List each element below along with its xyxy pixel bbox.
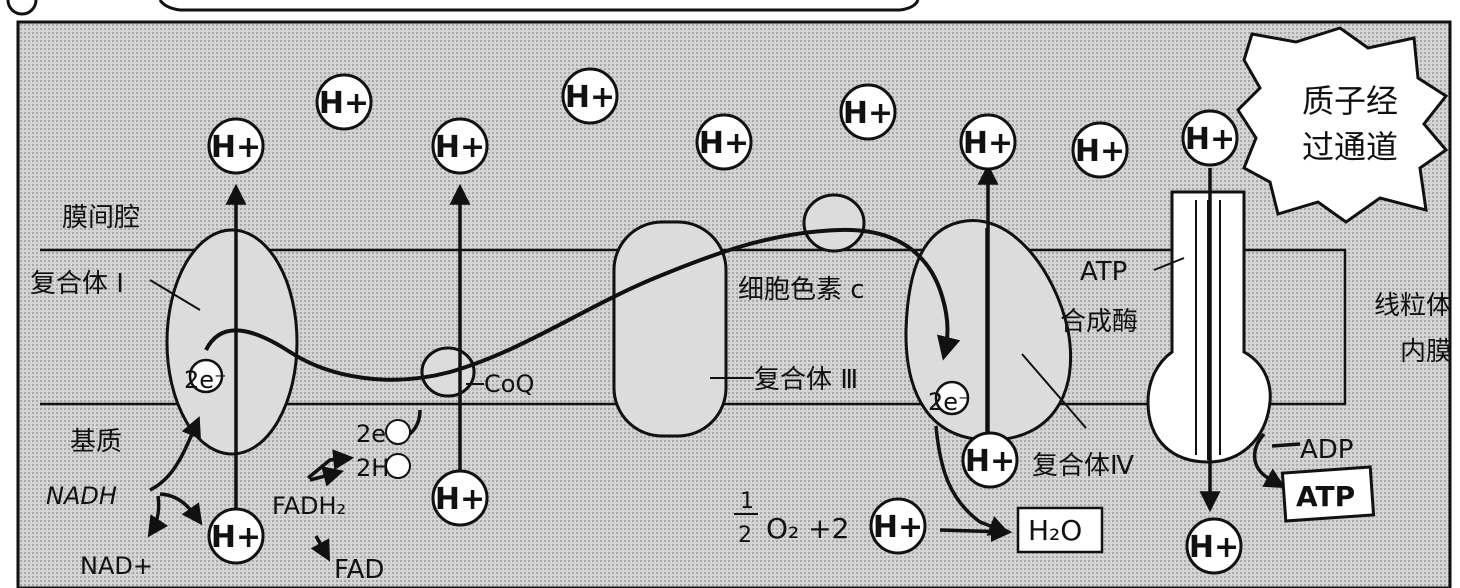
svg-text:H₂O: H₂O — [1028, 514, 1082, 547]
svg-text:H+: H+ — [965, 444, 1015, 479]
svg-text:H+: H+ — [565, 80, 615, 115]
proton-in-equation: H+ — [871, 499, 925, 553]
cytochrome-c-shape — [804, 195, 864, 251]
proton-ims-1: H+ — [209, 119, 263, 173]
water-box: H₂O — [1018, 508, 1102, 552]
proton-ims-7: H+ — [961, 115, 1015, 169]
svg-text:H+: H+ — [319, 86, 369, 121]
svg-text:2e⁻: 2e⁻ — [928, 388, 971, 416]
proton-matrix-4: H+ — [1187, 519, 1241, 573]
svg-text:2e: 2e — [356, 420, 386, 448]
svg-text:H+: H+ — [1185, 122, 1235, 157]
nadh-label: NADH — [46, 482, 117, 510]
electrons-complex-1: 2e⁻ — [184, 360, 227, 394]
svg-text:H+: H+ — [843, 96, 893, 131]
proton-ims-3: H+ — [433, 119, 487, 173]
intermembrane-space-label: 膜间腔 — [62, 203, 140, 233]
proton-ims-5: H+ — [697, 115, 751, 169]
svg-text:1: 1 — [740, 489, 754, 514]
svg-text:2: 2 — [738, 523, 752, 548]
svg-text:ATP: ATP — [1296, 480, 1355, 513]
top-strip — [8, 0, 918, 14]
proton-ims-4: H+ — [563, 69, 617, 123]
matrix-label: 基质 — [70, 427, 122, 457]
svg-text:H+: H+ — [435, 482, 485, 517]
complex-3-label: 复合体 Ⅲ — [754, 365, 858, 395]
svg-text:H+: H+ — [1075, 134, 1125, 169]
complex-3-shape — [614, 222, 726, 436]
svg-text:2H: 2H — [356, 454, 389, 482]
complex-1-shape — [167, 230, 297, 454]
svg-text:过通道: 过通道 — [1302, 128, 1398, 166]
svg-text:H+: H+ — [873, 510, 923, 545]
proton-matrix-3: H+ — [963, 433, 1017, 487]
svg-text:O₂ +2: O₂ +2 — [766, 512, 849, 545]
proton-ims-9: H+ — [1183, 111, 1237, 165]
electrons-complex-4: 2e⁻ — [928, 382, 971, 416]
svg-text:线粒体: 线粒体 — [1374, 291, 1452, 321]
proton-ims-8: H+ — [1073, 123, 1127, 177]
proton-matrix-2: H+ — [433, 471, 487, 525]
svg-text:H+: H+ — [699, 126, 749, 161]
svg-text:H+: H+ — [211, 130, 261, 165]
svg-text:内膜: 内膜 — [1400, 337, 1452, 367]
complex-4-label: 复合体Ⅳ — [1032, 451, 1134, 481]
svg-text:H+: H+ — [435, 130, 485, 165]
svg-text:H+: H+ — [1189, 530, 1239, 565]
atp-box: ATP — [1282, 467, 1373, 521]
svg-text:H+: H+ — [211, 520, 261, 555]
svg-text:合成酶: 合成酶 — [1060, 307, 1138, 337]
svg-text:H+: H+ — [963, 126, 1013, 161]
svg-text:ATP: ATP — [1080, 257, 1127, 287]
coq-label: CoQ — [484, 370, 534, 398]
svg-text:质子经: 质子经 — [1302, 82, 1398, 120]
proton-matrix-1: H+ — [209, 509, 263, 563]
proton-ims-2: H+ — [317, 75, 371, 129]
fadh2-label: FADH₂ — [272, 492, 346, 520]
cytochrome-c-label: 细胞色素 c — [738, 275, 865, 305]
fad-label: FAD — [334, 555, 384, 585]
nad-label: NAD+ — [80, 552, 153, 580]
complex-1-label: 复合体 Ⅰ — [30, 269, 124, 299]
adp-label: ADP — [1300, 435, 1354, 465]
proton-ims-6: H+ — [841, 85, 895, 139]
svg-text:2e⁻: 2e⁻ — [184, 366, 227, 394]
